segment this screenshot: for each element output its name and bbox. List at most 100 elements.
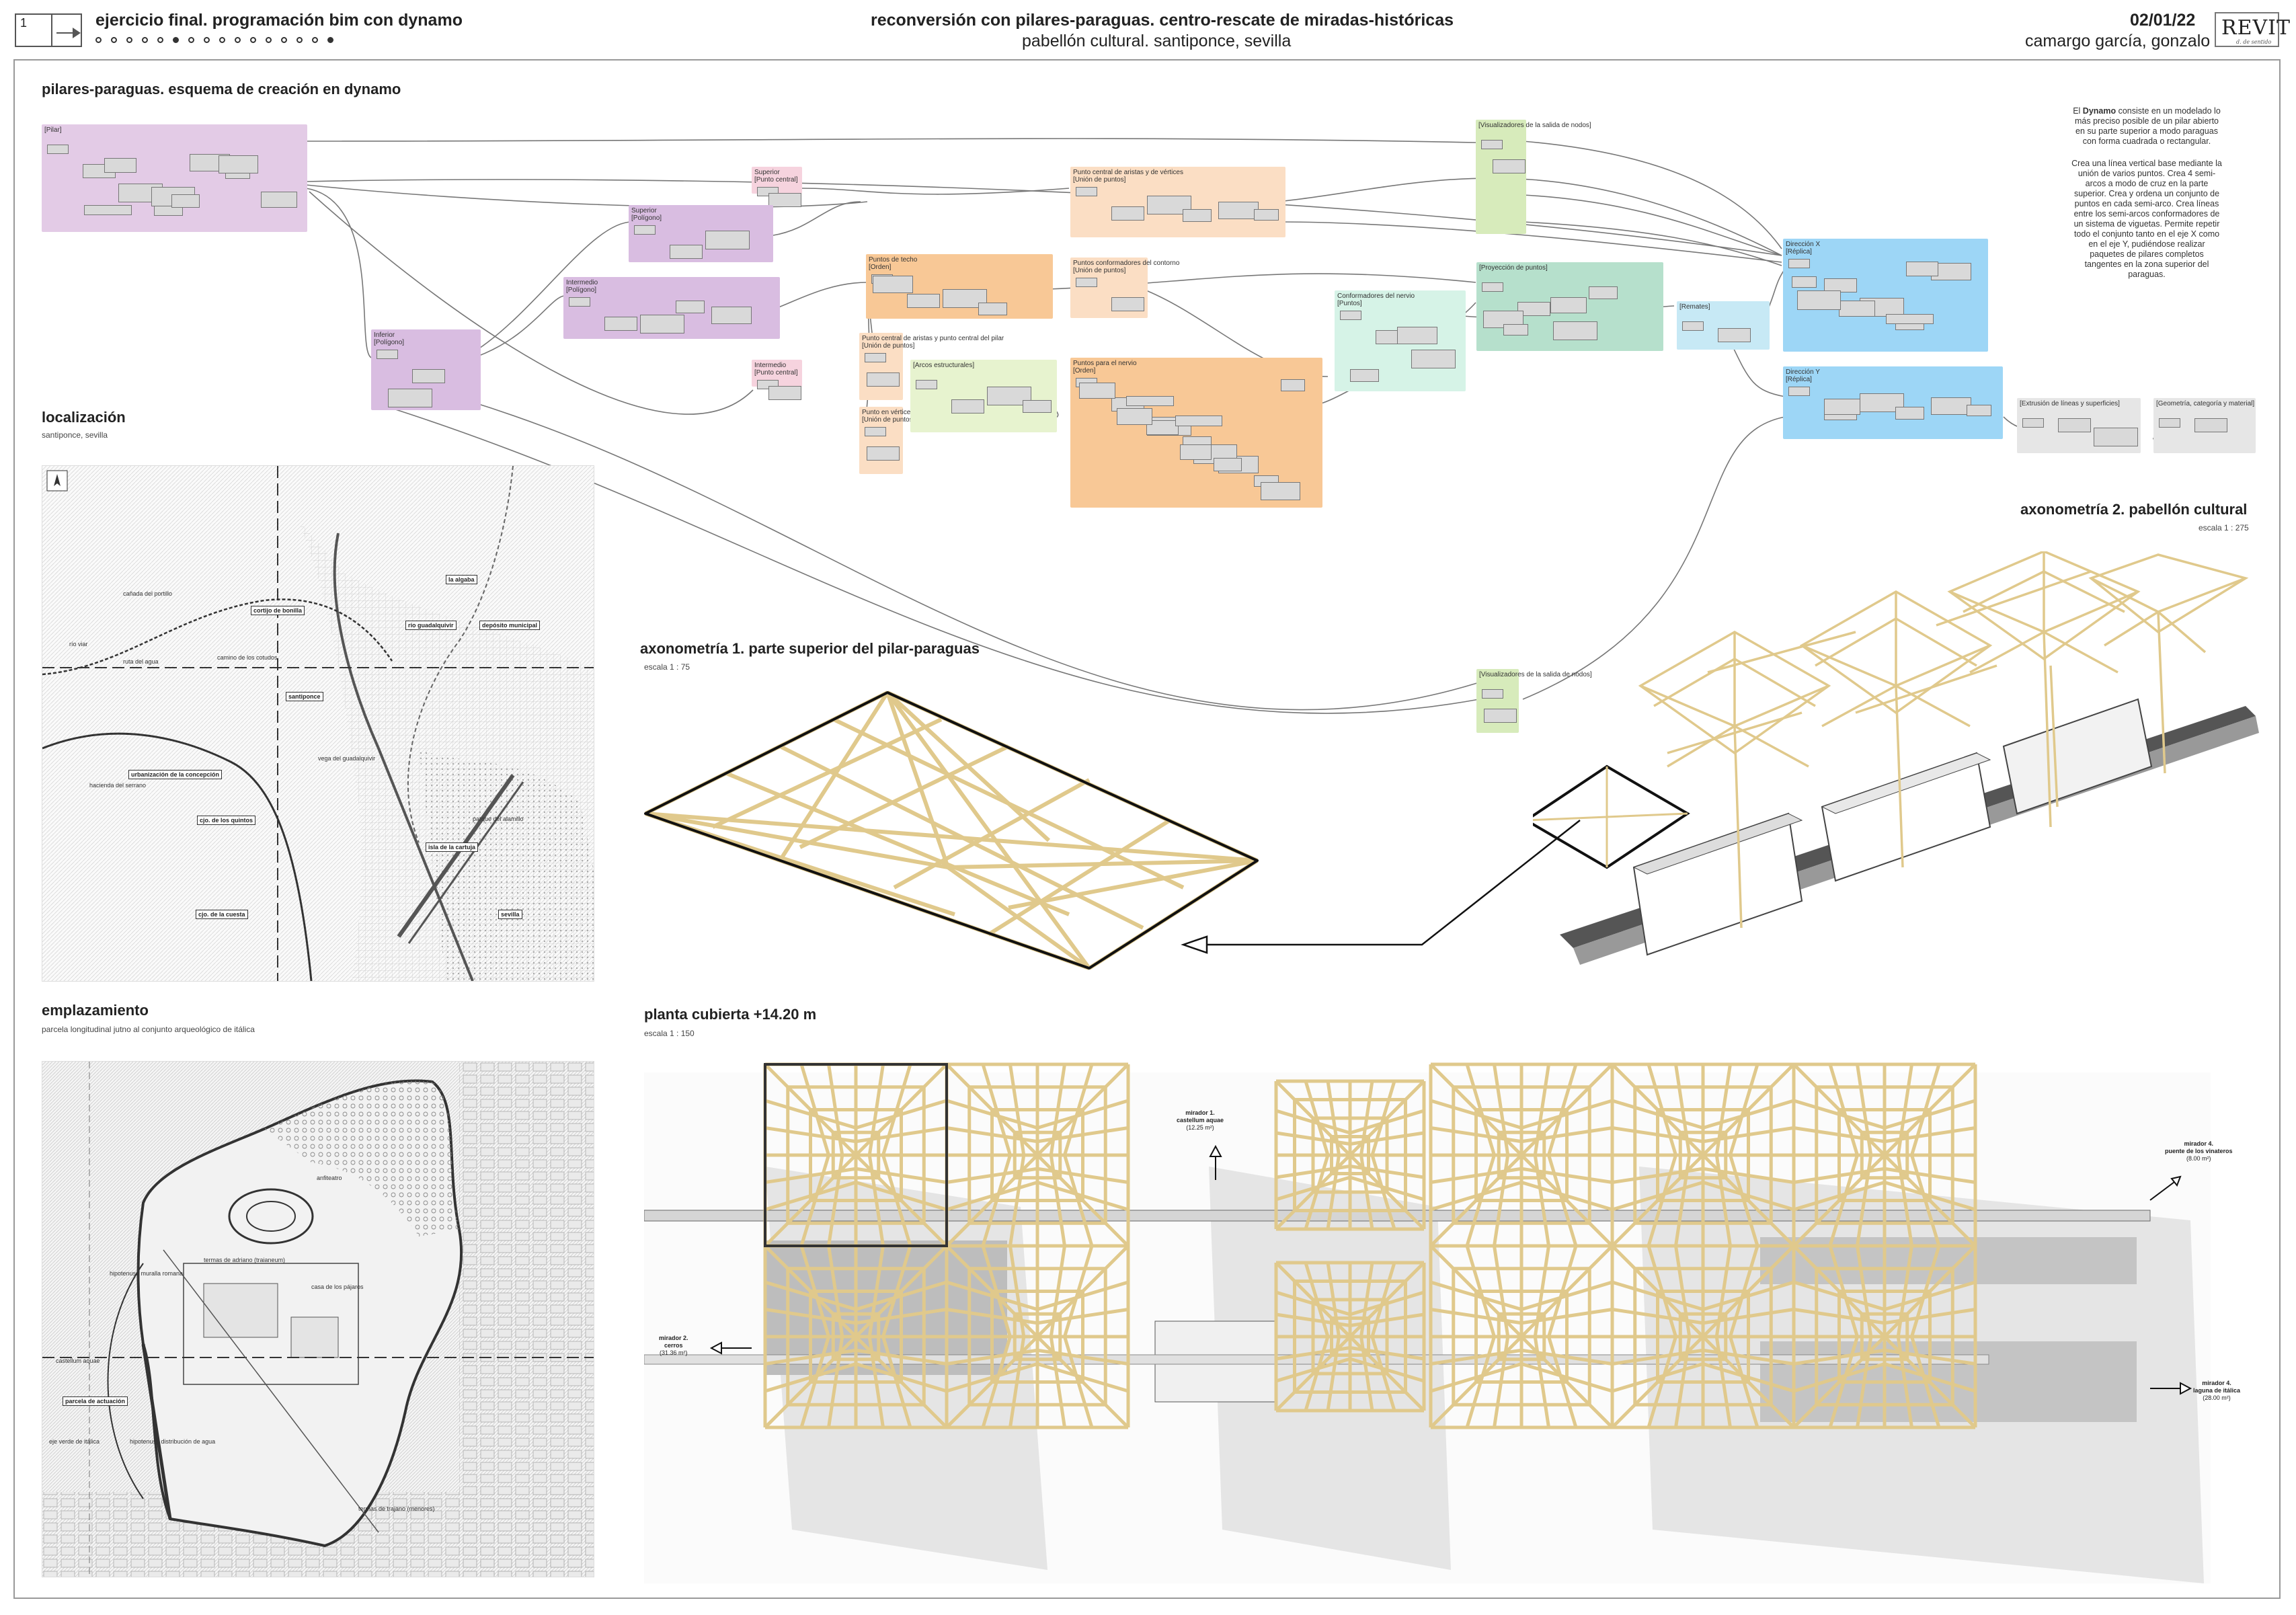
dynamo-node[interactable] bbox=[388, 389, 432, 407]
dynamo-node[interactable] bbox=[1493, 159, 1526, 173]
dynamo-node[interactable] bbox=[951, 399, 984, 413]
dynamo-node[interactable] bbox=[873, 276, 913, 293]
dynamo-node[interactable] bbox=[84, 205, 132, 215]
dynamo-node[interactable] bbox=[865, 353, 886, 362]
dynamo-group-label: Intermedio [Polígono] bbox=[566, 279, 598, 294]
dynamo-node[interactable] bbox=[1175, 416, 1222, 426]
dynamo-group-label: [Pilar] bbox=[44, 126, 62, 134]
dynamo-node[interactable] bbox=[1076, 187, 1097, 196]
dynamo-node[interactable] bbox=[1886, 314, 1934, 324]
dynamo-node[interactable] bbox=[104, 158, 136, 173]
dynamo-node[interactable] bbox=[1214, 458, 1242, 471]
project-subtitle: pabellón cultural. santiponce, sevilla bbox=[1022, 32, 1292, 50]
dynamo-node[interactable] bbox=[1797, 290, 1841, 310]
dynamo-node[interactable] bbox=[1183, 209, 1212, 222]
dynamo-group-label: Superior [Polígono] bbox=[631, 207, 662, 222]
dynamo-node[interactable] bbox=[711, 307, 752, 324]
detail-leader-arrow bbox=[1181, 820, 1581, 954]
dynamo-node[interactable] bbox=[2159, 418, 2180, 428]
dynamo-node[interactable] bbox=[1503, 324, 1528, 336]
dynamo-node[interactable] bbox=[1218, 202, 1259, 219]
arrow-icon bbox=[56, 32, 79, 34]
dynamo-group-label: [Proyección de puntos] bbox=[1479, 264, 1548, 272]
dynamo-node[interactable] bbox=[261, 192, 297, 208]
dynamo-node[interactable] bbox=[1076, 278, 1097, 287]
dynamo-node[interactable] bbox=[1126, 396, 1174, 406]
dynamo-node[interactable] bbox=[1079, 383, 1115, 399]
dynamo-node[interactable] bbox=[1482, 282, 1503, 292]
dynamo-node[interactable] bbox=[768, 193, 801, 207]
dynamo-node[interactable] bbox=[412, 369, 445, 383]
dynamo-group-visualizadores-1: [Visualizadores de la salida de nodos] bbox=[1476, 120, 1591, 234]
dynamo-node[interactable] bbox=[1682, 321, 1704, 331]
revit-logo: REVIT d. de sentido bbox=[2215, 12, 2290, 47]
dynamo-node[interactable] bbox=[1482, 689, 1503, 699]
dynamo-node[interactable] bbox=[1254, 209, 1279, 221]
dynamo-node[interactable] bbox=[1824, 399, 1860, 415]
dynamo-node[interactable] bbox=[569, 297, 590, 307]
dynamo-node[interactable] bbox=[1481, 140, 1503, 149]
umbrella-module bbox=[1610, 1244, 1796, 1429]
dynamo-node[interactable] bbox=[1906, 262, 1938, 276]
dynamo-node[interactable] bbox=[867, 446, 900, 461]
dynamo-node[interactable] bbox=[978, 303, 1007, 315]
dynamo-node[interactable] bbox=[640, 315, 684, 333]
dynamo-node[interactable] bbox=[1340, 311, 1361, 320]
dynamo-node[interactable] bbox=[604, 317, 637, 331]
dynamo-node[interactable] bbox=[670, 245, 703, 259]
dynamo-node[interactable] bbox=[1517, 302, 1550, 316]
dynamo-node[interactable] bbox=[1931, 397, 1971, 415]
dynamo-node[interactable] bbox=[1788, 259, 1810, 268]
dynamo-group-label: Inferior [Polígono] bbox=[374, 331, 405, 346]
north-arrow-icon bbox=[54, 474, 61, 486]
dynamo-node[interactable] bbox=[705, 231, 750, 249]
dynamo-node[interactable] bbox=[1967, 405, 1991, 416]
dynamo-node[interactable] bbox=[1718, 328, 1751, 342]
dynamo-node[interactable] bbox=[1180, 444, 1212, 460]
dynamo-node[interactable] bbox=[2058, 418, 2091, 432]
dynamo-node[interactable] bbox=[1146, 420, 1179, 435]
dynamo-node[interactable] bbox=[2194, 418, 2227, 432]
dynamo-node[interactable] bbox=[1484, 709, 1517, 723]
dynamo-node[interactable] bbox=[1792, 276, 1817, 288]
dynamo-node[interactable] bbox=[1397, 327, 1437, 344]
umbrella-module bbox=[1610, 1062, 1796, 1248]
dynamo-group-superior: Superior [Polígono] bbox=[629, 205, 773, 262]
dynamo-node[interactable] bbox=[676, 301, 705, 313]
dynamo-group-label: Punto central de aristas y de vértices [… bbox=[1073, 169, 1183, 184]
umbrella-module bbox=[945, 1244, 1130, 1429]
dynamo-node[interactable] bbox=[1411, 350, 1456, 368]
dynamo-group-label: [Visualizadores de la salida de nodos] bbox=[1478, 122, 1591, 129]
dynamo-node[interactable] bbox=[865, 427, 886, 436]
dynamo-node[interactable] bbox=[171, 194, 200, 208]
dynamo-node[interactable] bbox=[1550, 297, 1587, 313]
dynamo-node[interactable] bbox=[377, 350, 398, 359]
dynamo-node[interactable] bbox=[47, 145, 69, 154]
umbrella-module bbox=[1792, 1062, 1977, 1248]
dynamo-node[interactable] bbox=[219, 155, 258, 173]
dynamo-node[interactable] bbox=[1111, 206, 1144, 221]
dynamo-node[interactable] bbox=[1111, 297, 1144, 311]
dynamo-node[interactable] bbox=[768, 386, 801, 400]
dynamo-node[interactable] bbox=[2094, 428, 2138, 446]
dynamo-node[interactable] bbox=[1117, 408, 1152, 425]
dynamo-node[interactable] bbox=[634, 225, 656, 235]
dynamo-node[interactable] bbox=[1839, 301, 1875, 317]
dynamo-node[interactable] bbox=[1589, 286, 1618, 299]
dynamo-node[interactable] bbox=[1895, 407, 1924, 420]
dynamo-group-punto-central-aristas: Punto central de aristas y de vértices [… bbox=[1070, 167, 1285, 237]
dynamo-node[interactable] bbox=[1281, 379, 1305, 391]
dynamo-node[interactable] bbox=[1261, 482, 1300, 500]
course-title: ejercicio final. programación bim con dy… bbox=[95, 11, 463, 30]
dynamo-node[interactable] bbox=[2022, 418, 2044, 428]
dynamo-node[interactable] bbox=[1023, 400, 1052, 413]
dynamo-node[interactable] bbox=[867, 372, 900, 387]
dynamo-node[interactable] bbox=[1553, 321, 1597, 340]
dynamo-node[interactable] bbox=[916, 380, 937, 389]
umbrella-module bbox=[1274, 1261, 1426, 1413]
dynamo-node[interactable] bbox=[1350, 369, 1379, 382]
dynamo-node[interactable] bbox=[907, 294, 940, 308]
dynamo-node[interactable] bbox=[1788, 387, 1810, 396]
axo2-title: axonometría 2. pabellón cultural bbox=[2020, 501, 2248, 518]
dynamo-section-title: pilares-paraguas. esquema de creación en… bbox=[42, 81, 401, 97]
